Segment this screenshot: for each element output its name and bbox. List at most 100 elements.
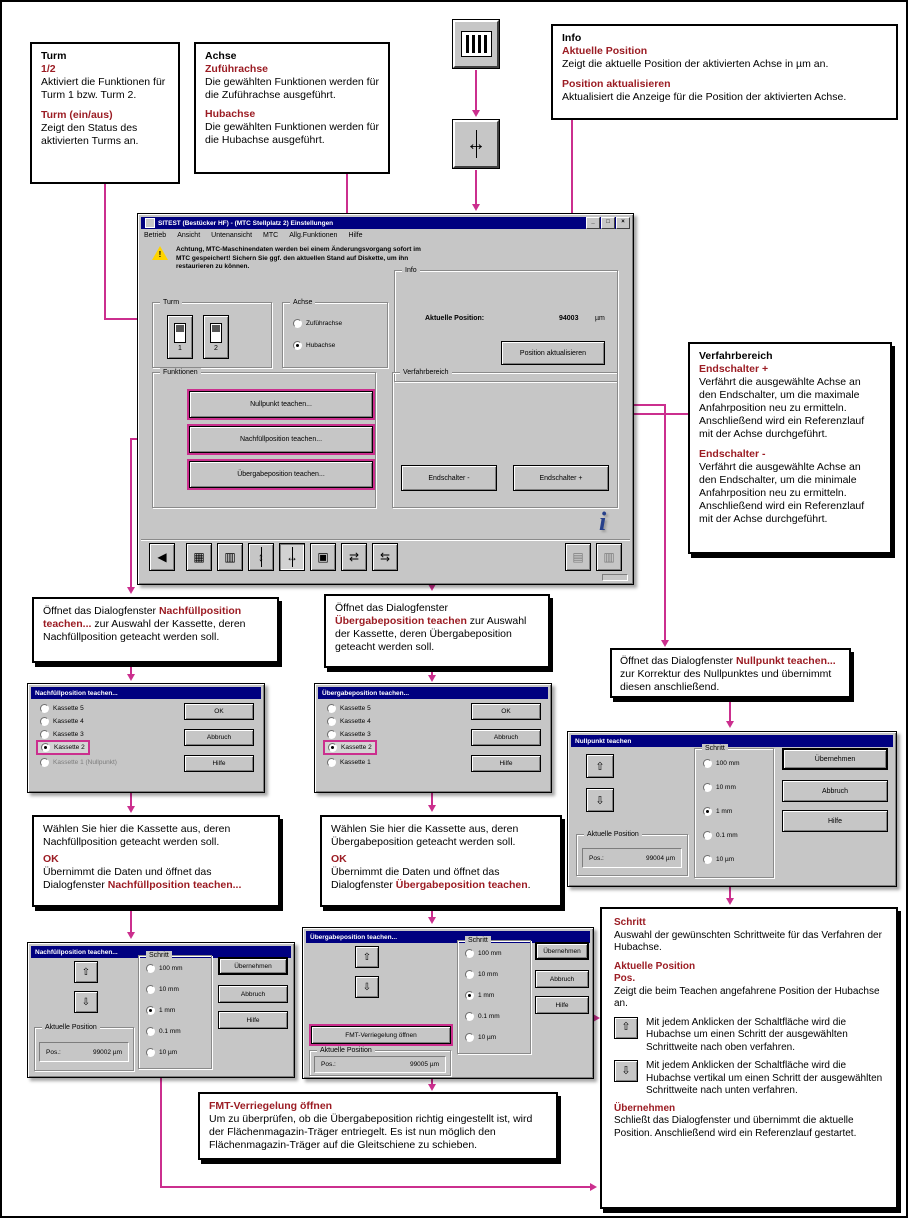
kassette-3-radio[interactable]: Kassette 3 (327, 730, 371, 739)
kassette-1-radio[interactable]: Kassette 1 (327, 758, 371, 767)
callout-verfahrbereich-p2: Verfährt die ausgewählte Achse an den En… (699, 461, 865, 525)
menu-allg-funktionen[interactable]: Allg.Funktionen (289, 232, 338, 239)
abbruch-button[interactable]: Abbruch (782, 780, 888, 802)
move-up-button[interactable]: ⇧ (586, 754, 614, 778)
step-100mm-radio[interactable]: 100 mm (146, 964, 182, 973)
nullpunkt-teachen-button[interactable]: Nullpunkt teachen... (187, 389, 375, 420)
move-down-button[interactable]: ⇩ (74, 991, 98, 1013)
feeder-magazine-toolbutton[interactable] (453, 20, 499, 68)
axis-horizontal-button[interactable]: ↔ (279, 542, 305, 571)
connector-line (104, 184, 106, 320)
kassette-5-radio[interactable]: Kassette 5 (40, 704, 84, 713)
kassette-1-radio[interactable]: Kassette 1 (Nullpunkt) (40, 758, 117, 767)
system-menu-icon[interactable] (145, 218, 155, 228)
axis-vertical-button[interactable]: ↕ (248, 542, 274, 571)
maximize-button[interactable]: □ (601, 217, 615, 229)
uebergabeposition-teachen-button[interactable]: Übergabeposition teachen... (187, 459, 375, 490)
step-01mm-label: 0.1 mm (478, 1013, 500, 1020)
step-10um-radio[interactable]: 10 µm (146, 1048, 177, 1057)
main-window-titlebar[interactable]: SITEST (Bestücker HF) - (MTC Stellplatz … (141, 217, 630, 229)
menu-hilfe[interactable]: Hilfe (348, 232, 363, 239)
hilfe-button[interactable]: Hilfe (471, 755, 541, 772)
step-10um-label: 10 µm (159, 1049, 178, 1056)
doc-left-button[interactable]: ▤ (565, 542, 591, 571)
step-10um-radio[interactable]: 10 µm (465, 1033, 496, 1042)
step-1mm-radio[interactable]: 1 mm (465, 991, 494, 1000)
step-10mm-radio[interactable]: 10 mm (703, 783, 736, 792)
axis-move-toolbutton[interactable]: ↔ (453, 120, 499, 168)
endschalter-plus-button[interactable]: Endschalter + (513, 465, 609, 491)
step-01mm-radio[interactable]: 0.1 mm (146, 1027, 181, 1036)
uebernehmen-button[interactable]: Übernehmen (782, 748, 888, 770)
step-1mm-radio[interactable]: 1 mm (146, 1006, 175, 1015)
step-10mm-radio[interactable]: 10 mm (146, 985, 179, 994)
back-button[interactable]: ◀ (149, 542, 175, 571)
kassette-2-radio[interactable]: Kassette 2 (323, 740, 377, 755)
fmt-verriegelung-button[interactable]: FMT-Verriegelung öffnen (309, 1024, 453, 1046)
step-10um-radio[interactable]: 10 µm (703, 855, 734, 864)
hilfe-button[interactable]: Hilfe (218, 1011, 288, 1029)
abbruch-button[interactable]: Abbruch (471, 729, 541, 746)
close-button[interactable]: × (616, 217, 630, 229)
uebernehmen-button[interactable]: Übernehmen (218, 957, 288, 975)
zufuehrachse-radio[interactable]: Zuführachse (293, 319, 342, 328)
dialog-titlebar[interactable]: Nachfüllposition teachen... (31, 687, 261, 699)
hilfe-button[interactable]: Hilfe (535, 996, 589, 1014)
step-01mm-radio[interactable]: 0.1 mm (703, 831, 738, 840)
endschalter-minus-button[interactable]: Endschalter - (401, 465, 497, 491)
turm-2-button[interactable]: 2 (203, 315, 229, 359)
dialog-titlebar[interactable]: Nullpunkt teachen (571, 735, 893, 747)
connector-arrow (590, 1183, 597, 1191)
uebernehmen-button[interactable]: Übernehmen (535, 942, 589, 960)
step-1mm-radio[interactable]: 1 mm (703, 807, 732, 816)
menu-betrieb[interactable]: Betrieb (144, 232, 167, 239)
ok-button[interactable]: OK (184, 703, 254, 720)
move-up-button[interactable]: ⇧ (74, 961, 98, 983)
nachfuellposition-teachen-button[interactable]: Nachfüllposition teachen... (187, 424, 375, 455)
kassette-4-radio[interactable]: Kassette 4 (40, 717, 84, 726)
kassette-5-radio[interactable]: Kassette 5 (327, 704, 371, 713)
arrow-down-icon: ⇩ (362, 981, 372, 993)
axis-horizontal-icon: ↔ (286, 546, 298, 567)
verfahrbereich-group-label: Verfahrbereich (400, 368, 452, 377)
hubachse-radio[interactable]: Hubachse (293, 341, 335, 350)
turm-1-button[interactable]: 1 (167, 315, 193, 359)
step-100mm-radio[interactable]: 100 mm (703, 759, 739, 768)
connector-line (160, 1186, 590, 1188)
step-10mm-radio[interactable]: 10 mm (465, 970, 498, 979)
kassette-4-radio[interactable]: Kassette 4 (327, 717, 371, 726)
doc-right-button[interactable]: ▥ (596, 542, 622, 571)
feeder-list-button[interactable]: ▥ (217, 542, 243, 571)
save-button[interactable]: ▣ (310, 542, 336, 571)
step-100mm-radio[interactable]: 100 mm (465, 949, 501, 958)
menu-mtc[interactable]: MTC (263, 232, 279, 239)
menu-untenansicht[interactable]: Untenansicht (211, 232, 253, 239)
move-down-button[interactable]: ⇩ (355, 976, 379, 998)
callout-schritt-p2: Zeigt die beim Teachen angefahrene Posit… (614, 985, 880, 1010)
abbruch-button[interactable]: Abbruch (535, 970, 589, 988)
kassette-5-label: Kassette 5 (53, 705, 84, 712)
resize-grip[interactable] (602, 574, 628, 581)
menu-ansicht[interactable]: Ansicht (177, 232, 201, 239)
dialog-titlebar[interactable]: Übergabeposition teachen... (318, 687, 548, 699)
move-down-button[interactable]: ⇩ (586, 788, 614, 812)
transfer-left-button[interactable]: ⇄ (341, 542, 367, 571)
minimize-button[interactable]: _ (586, 217, 600, 229)
feeder-table-button[interactable]: ▦ (186, 542, 212, 571)
callout-waehlen-nachfuell: Wählen Sie hier die Kassette aus, deren … (32, 815, 280, 907)
step-100mm-label: 100 mm (159, 965, 183, 972)
transfer-right-button[interactable]: ⇆ (372, 542, 398, 571)
step-01mm-radio[interactable]: 0.1 mm (465, 1012, 500, 1021)
abbruch-button[interactable]: Abbruch (218, 985, 288, 1003)
hilfe-button[interactable]: Hilfe (184, 755, 254, 772)
position-aktualisieren-button[interactable]: Position aktualisieren (501, 341, 605, 365)
callout-turm-p2: Zeigt den Status des aktivierten Turms a… (41, 122, 139, 147)
move-up-button[interactable]: ⇧ (355, 946, 379, 968)
ok-button[interactable]: OK (471, 703, 541, 720)
callout-info-sub2: Position aktualisieren (562, 78, 671, 90)
abbruch-button[interactable]: Abbruch (184, 729, 254, 746)
step-10mm-label: 10 mm (159, 986, 179, 993)
hilfe-button[interactable]: Hilfe (782, 810, 888, 832)
kassette-3-radio[interactable]: Kassette 3 (40, 730, 84, 739)
kassette-2-radio[interactable]: Kassette 2 (36, 740, 90, 755)
